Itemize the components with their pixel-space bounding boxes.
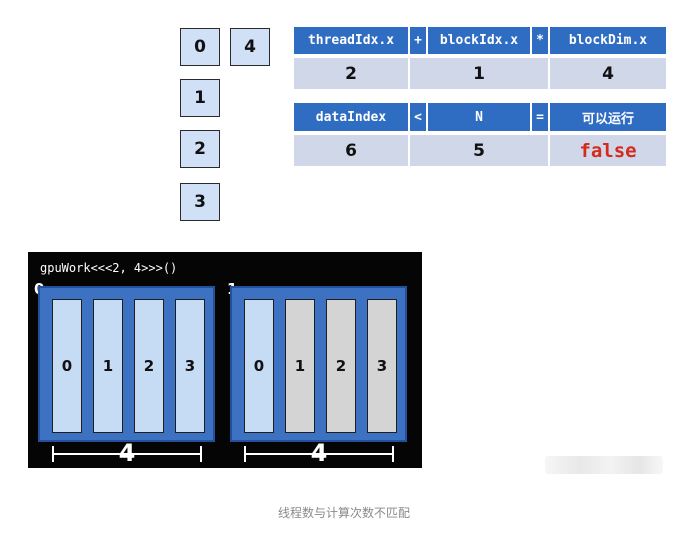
formula-value-threadidx: 2 <box>294 58 408 89</box>
block-1: 0 1 2 3 <box>230 286 407 442</box>
compare-value-dataindex: 6 <box>294 135 408 166</box>
block-1-thread-2: 2 <box>326 299 356 433</box>
formula-header-times: * <box>532 27 548 54</box>
formula-header-threadidx: threadIdx.x <box>294 27 408 54</box>
compare-header-dataindex: dataIndex <box>294 103 408 131</box>
thread-box-1: 1 <box>180 79 220 117</box>
block-0-thread-3: 3 <box>175 299 205 433</box>
compare-header-lt: < <box>410 103 426 131</box>
compare-value-can-run: false <box>550 135 666 166</box>
compare-header-eq: = <box>532 103 548 131</box>
compare-header-n: N <box>428 103 530 131</box>
formula-header-blockdim: blockDim.x <box>550 27 666 54</box>
block-1-thread-1: 1 <box>285 299 315 433</box>
compare-header-can-run: 可以运行 <box>550 103 666 131</box>
formula-header-plus: + <box>410 27 426 54</box>
block-0-thread-1: 1 <box>93 299 123 433</box>
thread-box-2: 2 <box>180 130 220 168</box>
formula-value-blockdim: 4 <box>550 58 666 89</box>
thread-box-0: 0 <box>180 28 220 66</box>
compare-value-n: 5 <box>410 135 548 166</box>
blurred-watermark <box>545 456 663 474</box>
block-1-width-label: 4 <box>310 439 328 467</box>
kernel-panel: gpuWork<<<2, 4>>>() 0 0 1 2 3 4 1 0 1 2 … <box>28 252 422 468</box>
block-0-thread-0: 0 <box>52 299 82 433</box>
block-0-width-label: 4 <box>118 439 136 467</box>
formula-header-blockidx: blockIdx.x <box>428 27 530 54</box>
block-0-width-ruler: 4 <box>52 439 202 467</box>
kernel-launch-code: gpuWork<<<2, 4>>>() <box>40 261 178 275</box>
block-1-width-ruler: 4 <box>244 439 394 467</box>
block-dim-box: 4 <box>230 28 270 66</box>
thread-box-3: 3 <box>180 183 220 221</box>
formula-value-blockidx: 1 <box>410 58 548 89</box>
block-0-thread-2: 2 <box>134 299 164 433</box>
block-0: 0 1 2 3 <box>38 286 215 442</box>
block-1-thread-0: 0 <box>244 299 274 433</box>
block-1-thread-3: 3 <box>367 299 397 433</box>
figure-caption: 线程数与计算次数不匹配 <box>277 506 410 520</box>
